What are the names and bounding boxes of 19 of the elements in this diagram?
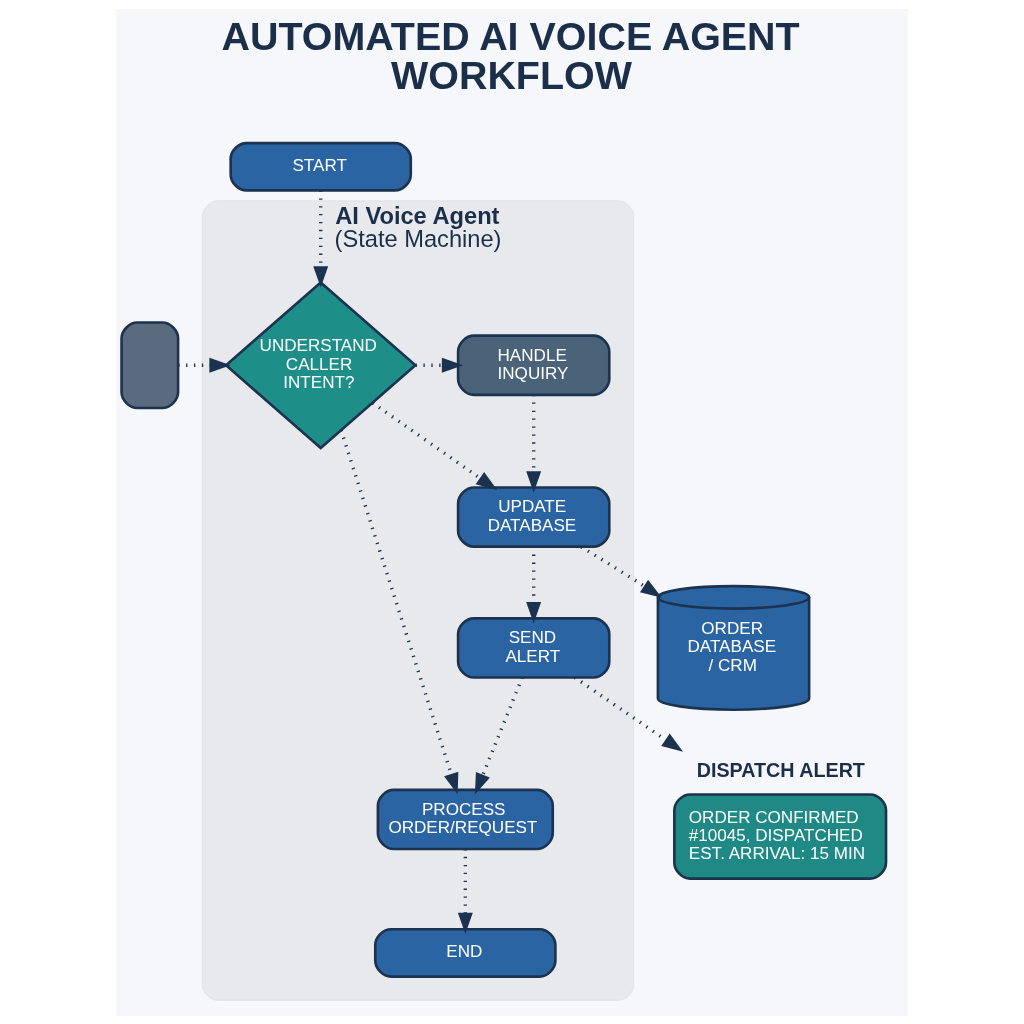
node-box [120,320,180,409]
node-box: SEND ALERT [456,616,611,679]
node-box: END [373,927,557,978]
node-box: UPDATE DATABASE [456,485,611,548]
arrow [339,429,459,794]
arrow [573,675,684,752]
node-box: PROCESS ORDER/REQUEST [376,788,555,850]
node-box: HANDLE INQUIRY [456,333,611,396]
arrow [457,848,473,934]
arrow [526,394,542,493]
arrow [415,357,464,373]
arrow [178,357,231,373]
node-label: DISPATCH ALERT [696,758,865,781]
arrow [371,401,498,490]
arrow [313,190,329,288]
arrow [474,676,524,795]
node-box: START [229,141,413,192]
diagram-title: AUTOMATED AI VOICE AGENT WORKFLOW [221,13,800,97]
node-diamond: UNDERSTAND CALLER INTENT? [224,280,418,450]
